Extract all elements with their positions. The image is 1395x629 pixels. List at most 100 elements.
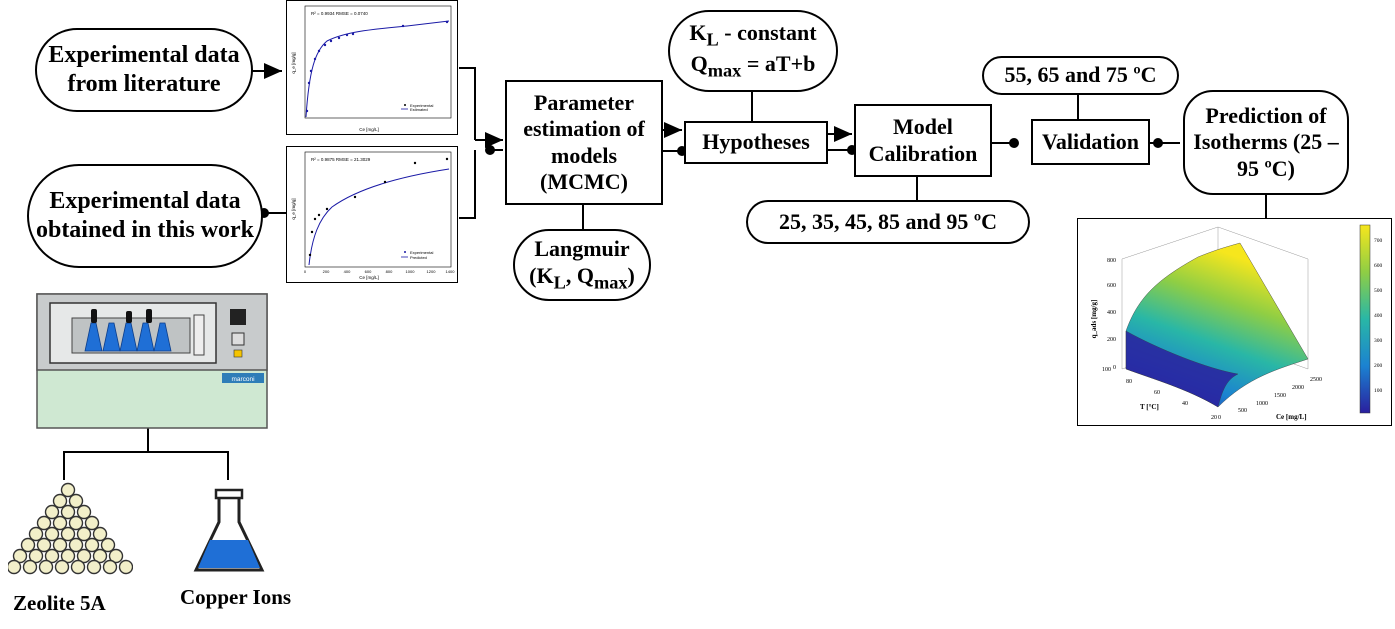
svg-text:800: 800 [386, 269, 393, 274]
svg-text:100: 100 [1374, 388, 1383, 394]
plot1-ylabel: q_e [mg/g] [291, 52, 296, 73]
copper-flask-drawing [193, 488, 265, 572]
zeolite-pellet [68, 493, 84, 509]
plot2-stats: R² = 0.9875 RMSE = 21.3029 [311, 157, 371, 162]
zeolite-label: Zeolite 5A [13, 591, 106, 615]
svg-text:1000: 1000 [406, 269, 416, 274]
connector-dot [485, 145, 495, 155]
svg-text:500: 500 [1374, 288, 1383, 294]
svg-text:40: 40 [1182, 401, 1188, 407]
plot2-legend-experimental: Experimental [410, 250, 433, 255]
svg-text:0: 0 [1218, 415, 1221, 421]
svg-text:1200: 1200 [427, 269, 437, 274]
svg-text:700: 700 [1374, 238, 1383, 244]
svg-text:0: 0 [304, 269, 307, 274]
hypotheses-box: Hypotheses [684, 121, 828, 164]
svg-text:600: 600 [365, 269, 372, 274]
zeolite-pellet [86, 559, 102, 575]
svg-text:800: 800 [1107, 258, 1116, 264]
zeolite-pellet [60, 504, 76, 520]
model-calibration-box: Model Calibration [854, 104, 992, 177]
kl-constant-box: KL - constant Qmax = aT+b [668, 10, 838, 92]
connector-dot [1153, 138, 1163, 148]
zeolite-pellet [6, 559, 22, 575]
plot2-xlabel: Ce [mg/L] [359, 275, 379, 280]
svg-text:20: 20 [1211, 415, 1217, 421]
zeolite-pellet [68, 537, 84, 553]
svg-text:400: 400 [1374, 313, 1383, 319]
isotherm-surface-chart: 0 200 400 600 800 q_ads [mg/g] 100 80 60… [1090, 224, 1383, 421]
zeolite-pellet [76, 526, 92, 542]
zeolite-pile [6, 480, 134, 575]
zeolite-pellet [60, 548, 76, 564]
svg-text:2000: 2000 [1292, 385, 1304, 391]
plot1-legend-experimental: Experimental [410, 103, 433, 108]
svg-text:200: 200 [323, 269, 330, 274]
svg-text:600: 600 [1107, 283, 1116, 289]
svg-text:400: 400 [1107, 310, 1116, 316]
zeolite-pellet [92, 526, 108, 542]
literature-fit-plot: R² = 0.9934 RMSE = 0.0740 Experimental E… [286, 0, 458, 135]
surface-zticks: 0 200 400 600 800 [1107, 258, 1116, 371]
zeolite-pellet [70, 559, 86, 575]
zeolite-pellet [118, 559, 134, 575]
plot1-legend-estimated: Estimated [410, 107, 428, 112]
zeolite-pellet [60, 526, 76, 542]
validation-box: Validation [1031, 119, 1150, 165]
this-work-fit-plot: R² = 0.9875 RMSE = 21.3029 Experimental … [286, 146, 458, 283]
svg-text:1400: 1400 [446, 269, 456, 274]
zeolite-pellet [84, 515, 100, 531]
svg-text:100: 100 [1102, 367, 1111, 373]
svg-text:500: 500 [1238, 408, 1247, 414]
zeolite-pellet [12, 548, 28, 564]
surface-cbticks: 700 600 500 400 300 200 100 [1374, 238, 1383, 394]
zeolite-pellet [108, 548, 124, 564]
copper-flask [190, 488, 268, 576]
zeolite-pellet [28, 548, 44, 564]
svg-text:0: 0 [1113, 365, 1116, 371]
plot2-xticks: 0 200 400 600 800 1000 1200 1400 [304, 269, 455, 274]
zeolite-pellet [54, 559, 70, 575]
surface-ceticks: 0 500 1000 1500 2000 2500 [1218, 377, 1322, 421]
zeolite-pellet [52, 515, 68, 531]
shaker-incubator: marconi [36, 293, 268, 429]
plot1-fit-curve [305, 20, 450, 118]
zeolite-pellet [102, 559, 118, 575]
svg-text:300: 300 [1374, 338, 1383, 344]
zeolite-pellet [44, 548, 60, 564]
svg-text:80: 80 [1126, 379, 1132, 385]
langmuir-box: Langmuir (KL, Qmax) [513, 229, 651, 301]
zeolite-pellet [20, 537, 36, 553]
literature-fit-chart: R² = 0.9934 RMSE = 0.0740 Experimental E… [291, 5, 452, 132]
connector-dot [1009, 138, 1019, 148]
plot1-stats: R² = 0.9934 RMSE = 0.0740 [311, 11, 368, 16]
validation-temperatures-box: 55, 65 and 75 ºC [982, 56, 1179, 95]
svg-text:200: 200 [1374, 363, 1383, 369]
langmuir-title: Langmuir [534, 236, 630, 262]
zeolite-pellet [100, 537, 116, 553]
zeolite-pellet [84, 537, 100, 553]
svg-text:1500: 1500 [1274, 393, 1286, 399]
svg-text:600: 600 [1374, 263, 1383, 269]
zeolite-pellet [92, 548, 108, 564]
zeolite-pellet [38, 559, 54, 575]
svg-text:60: 60 [1154, 390, 1160, 396]
zeolite-pellet [52, 493, 68, 509]
svg-text:400: 400 [344, 269, 351, 274]
shaker-incubator-drawing: marconi [36, 293, 268, 429]
device-brand-label: marconi [231, 376, 254, 383]
svg-text:200: 200 [1107, 337, 1116, 343]
experimental-this-work-box: Experimental data obtained in this work [27, 164, 263, 268]
zeolite-pellet [76, 504, 92, 520]
surface-colorbar [1359, 224, 1371, 414]
svg-text:1000: 1000 [1256, 401, 1268, 407]
plot2-ylabel: q_e [mg/g] [291, 198, 296, 219]
zeolite-pellet [44, 504, 60, 520]
zeolite-pellet [52, 537, 68, 553]
zeolite-pellet [68, 515, 84, 531]
zeolite-pellet [60, 482, 76, 498]
calibration-temperatures-box: 25, 35, 45, 85 and 95 ºC [746, 200, 1030, 244]
plot1-xlabel: Ce [mg/L] [359, 127, 379, 132]
zeolite-pellet [22, 559, 38, 575]
